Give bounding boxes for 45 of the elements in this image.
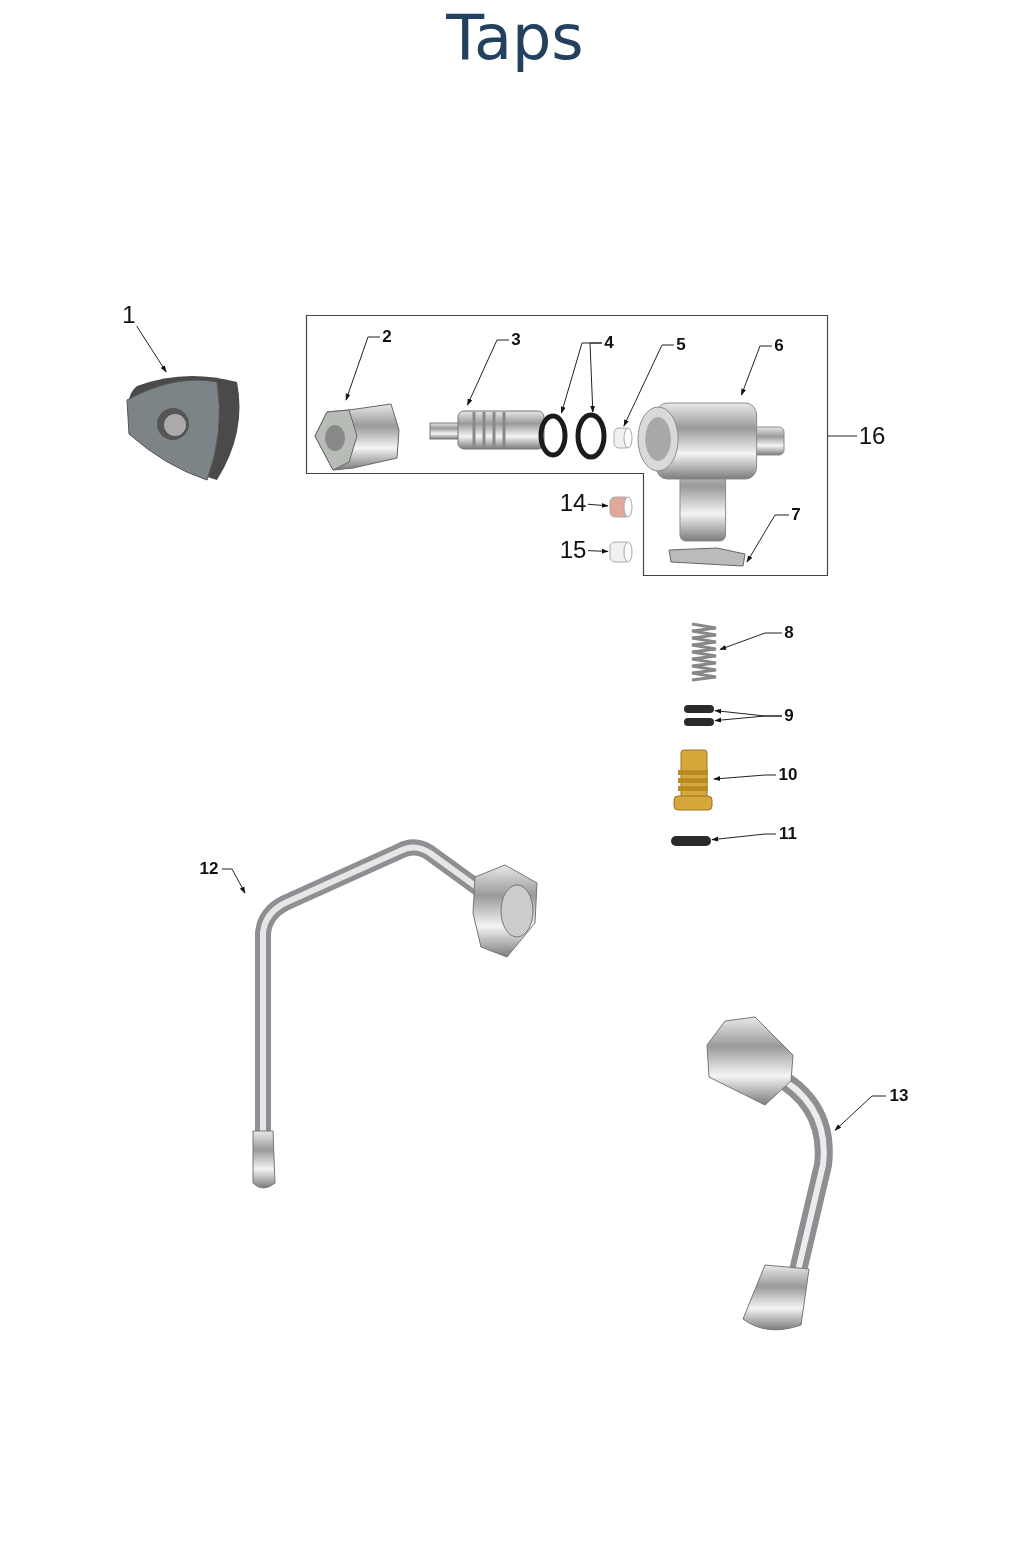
callout-number: 7 [789, 505, 803, 525]
callout-number: 11 [776, 824, 800, 844]
leader-line [136, 325, 167, 373]
leader-line [827, 435, 858, 437]
callout-number: 9 [782, 706, 796, 726]
leader-line [466, 339, 510, 406]
seal-cap-drawing [608, 540, 634, 564]
o-ring-drawing [670, 835, 712, 847]
leader-line [740, 345, 773, 396]
callout-number: 4 [602, 333, 616, 353]
seal-cap-drawing [608, 495, 634, 519]
callout-number: 3 [509, 330, 523, 350]
o-ring-drawing [575, 412, 607, 460]
hex-nut-drawing [313, 400, 400, 472]
callout-number: 16 [857, 423, 887, 449]
leader-line [623, 344, 675, 427]
leader-line [719, 632, 783, 650]
leader-line [589, 342, 603, 413]
leader-line [714, 715, 783, 723]
leader-line [221, 868, 246, 894]
valve-seat-drawing [672, 748, 714, 812]
callout-number: 8 [782, 623, 796, 643]
callout-number: 6 [772, 336, 786, 356]
callout-number: 2 [380, 327, 394, 347]
callout-number: 1 [120, 302, 138, 326]
callout-number: 5 [674, 335, 688, 355]
callout-number: 14 [558, 490, 588, 516]
leader-line [345, 336, 381, 401]
callout-number: 10 [776, 765, 800, 785]
leader-line [587, 548, 609, 554]
leader-line [746, 514, 790, 563]
callout-number: 13 [886, 1086, 912, 1106]
group-outline [306, 315, 828, 576]
leader-line [834, 1095, 887, 1131]
leader-line [711, 833, 777, 842]
seal-disc-drawing [612, 426, 634, 450]
leader-line [587, 502, 609, 508]
o-ring-drawing [683, 717, 715, 727]
o-ring-drawing [538, 413, 568, 458]
washer-plate-drawing [667, 546, 747, 568]
leader-line [713, 774, 777, 781]
callout-number: 12 [196, 859, 222, 879]
title: Taps [445, 0, 585, 76]
o-ring-drawing [683, 704, 715, 714]
callout-number: 15 [558, 537, 588, 563]
